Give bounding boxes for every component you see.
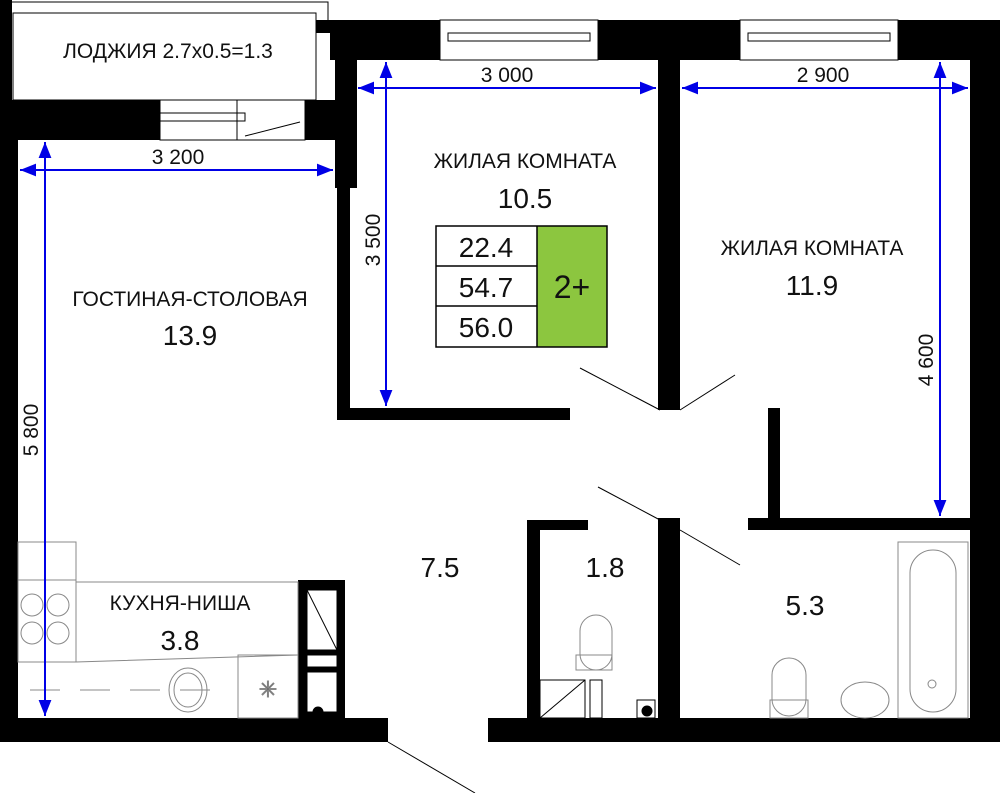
bedroom2-name: ЖИЛАЯ КОМНАТА [721, 237, 904, 260]
total-area-with-loggia: 56.0 [459, 312, 514, 343]
bathroom-area: 5.3 [786, 590, 825, 621]
dim-living-width: 3 200 [152, 146, 205, 169]
dim-bedroom1-width: 3 000 [481, 64, 534, 87]
loggia-label: ЛОДЖИЯ 2.7x0.5=1.3 [63, 40, 273, 63]
wc-area: 1.8 [586, 552, 625, 583]
svg-text:✳: ✳ [259, 677, 277, 702]
living-area: 13.9 [163, 320, 218, 351]
bedroom2-area: 11.9 [786, 270, 838, 301]
shafts [306, 589, 656, 719]
room-labels: ГОСТИНАЯ-СТОЛОВАЯ 13.9 ЖИЛАЯ КОМНАТА 10.… [72, 150, 903, 656]
loggia: ЛОДЖИЯ 2.7x0.5=1.3 [0, 0, 329, 130]
bedroom1-area: 10.5 [498, 183, 553, 214]
apartment-type-badge: 2+ [554, 269, 590, 305]
door-swings [387, 367, 741, 793]
hall-area: 7.5 [421, 552, 460, 583]
living-area-total: 22.4 [459, 232, 514, 263]
kitchen-fixtures: ✳ [17, 541, 299, 719]
kitchen-area: 3.8 [161, 625, 200, 656]
kitchen-name: КУХНЯ-НИША [110, 592, 251, 615]
walls [0, 20, 1000, 742]
bathroom-fixtures [575, 541, 969, 719]
bedroom1-name: ЖИЛАЯ КОМНАТА [434, 150, 617, 173]
dimension-labels: 3 200 5 800 3 000 3 500 2 900 4 600 [20, 64, 938, 456]
windows [159, 19, 899, 141]
dim-living-length: 5 800 [20, 404, 43, 457]
area-summary-table: 22.4 54.7 56.0 2+ [435, 225, 608, 348]
dim-bedroom2-length: 4 600 [915, 334, 938, 387]
dim-bedroom1-length: 3 500 [362, 214, 385, 267]
dimension-lines [20, 62, 968, 716]
dim-bedroom2-width: 2 900 [797, 64, 850, 87]
living-name: ГОСТИНАЯ-СТОЛОВАЯ [72, 288, 307, 311]
total-area: 54.7 [459, 272, 514, 303]
